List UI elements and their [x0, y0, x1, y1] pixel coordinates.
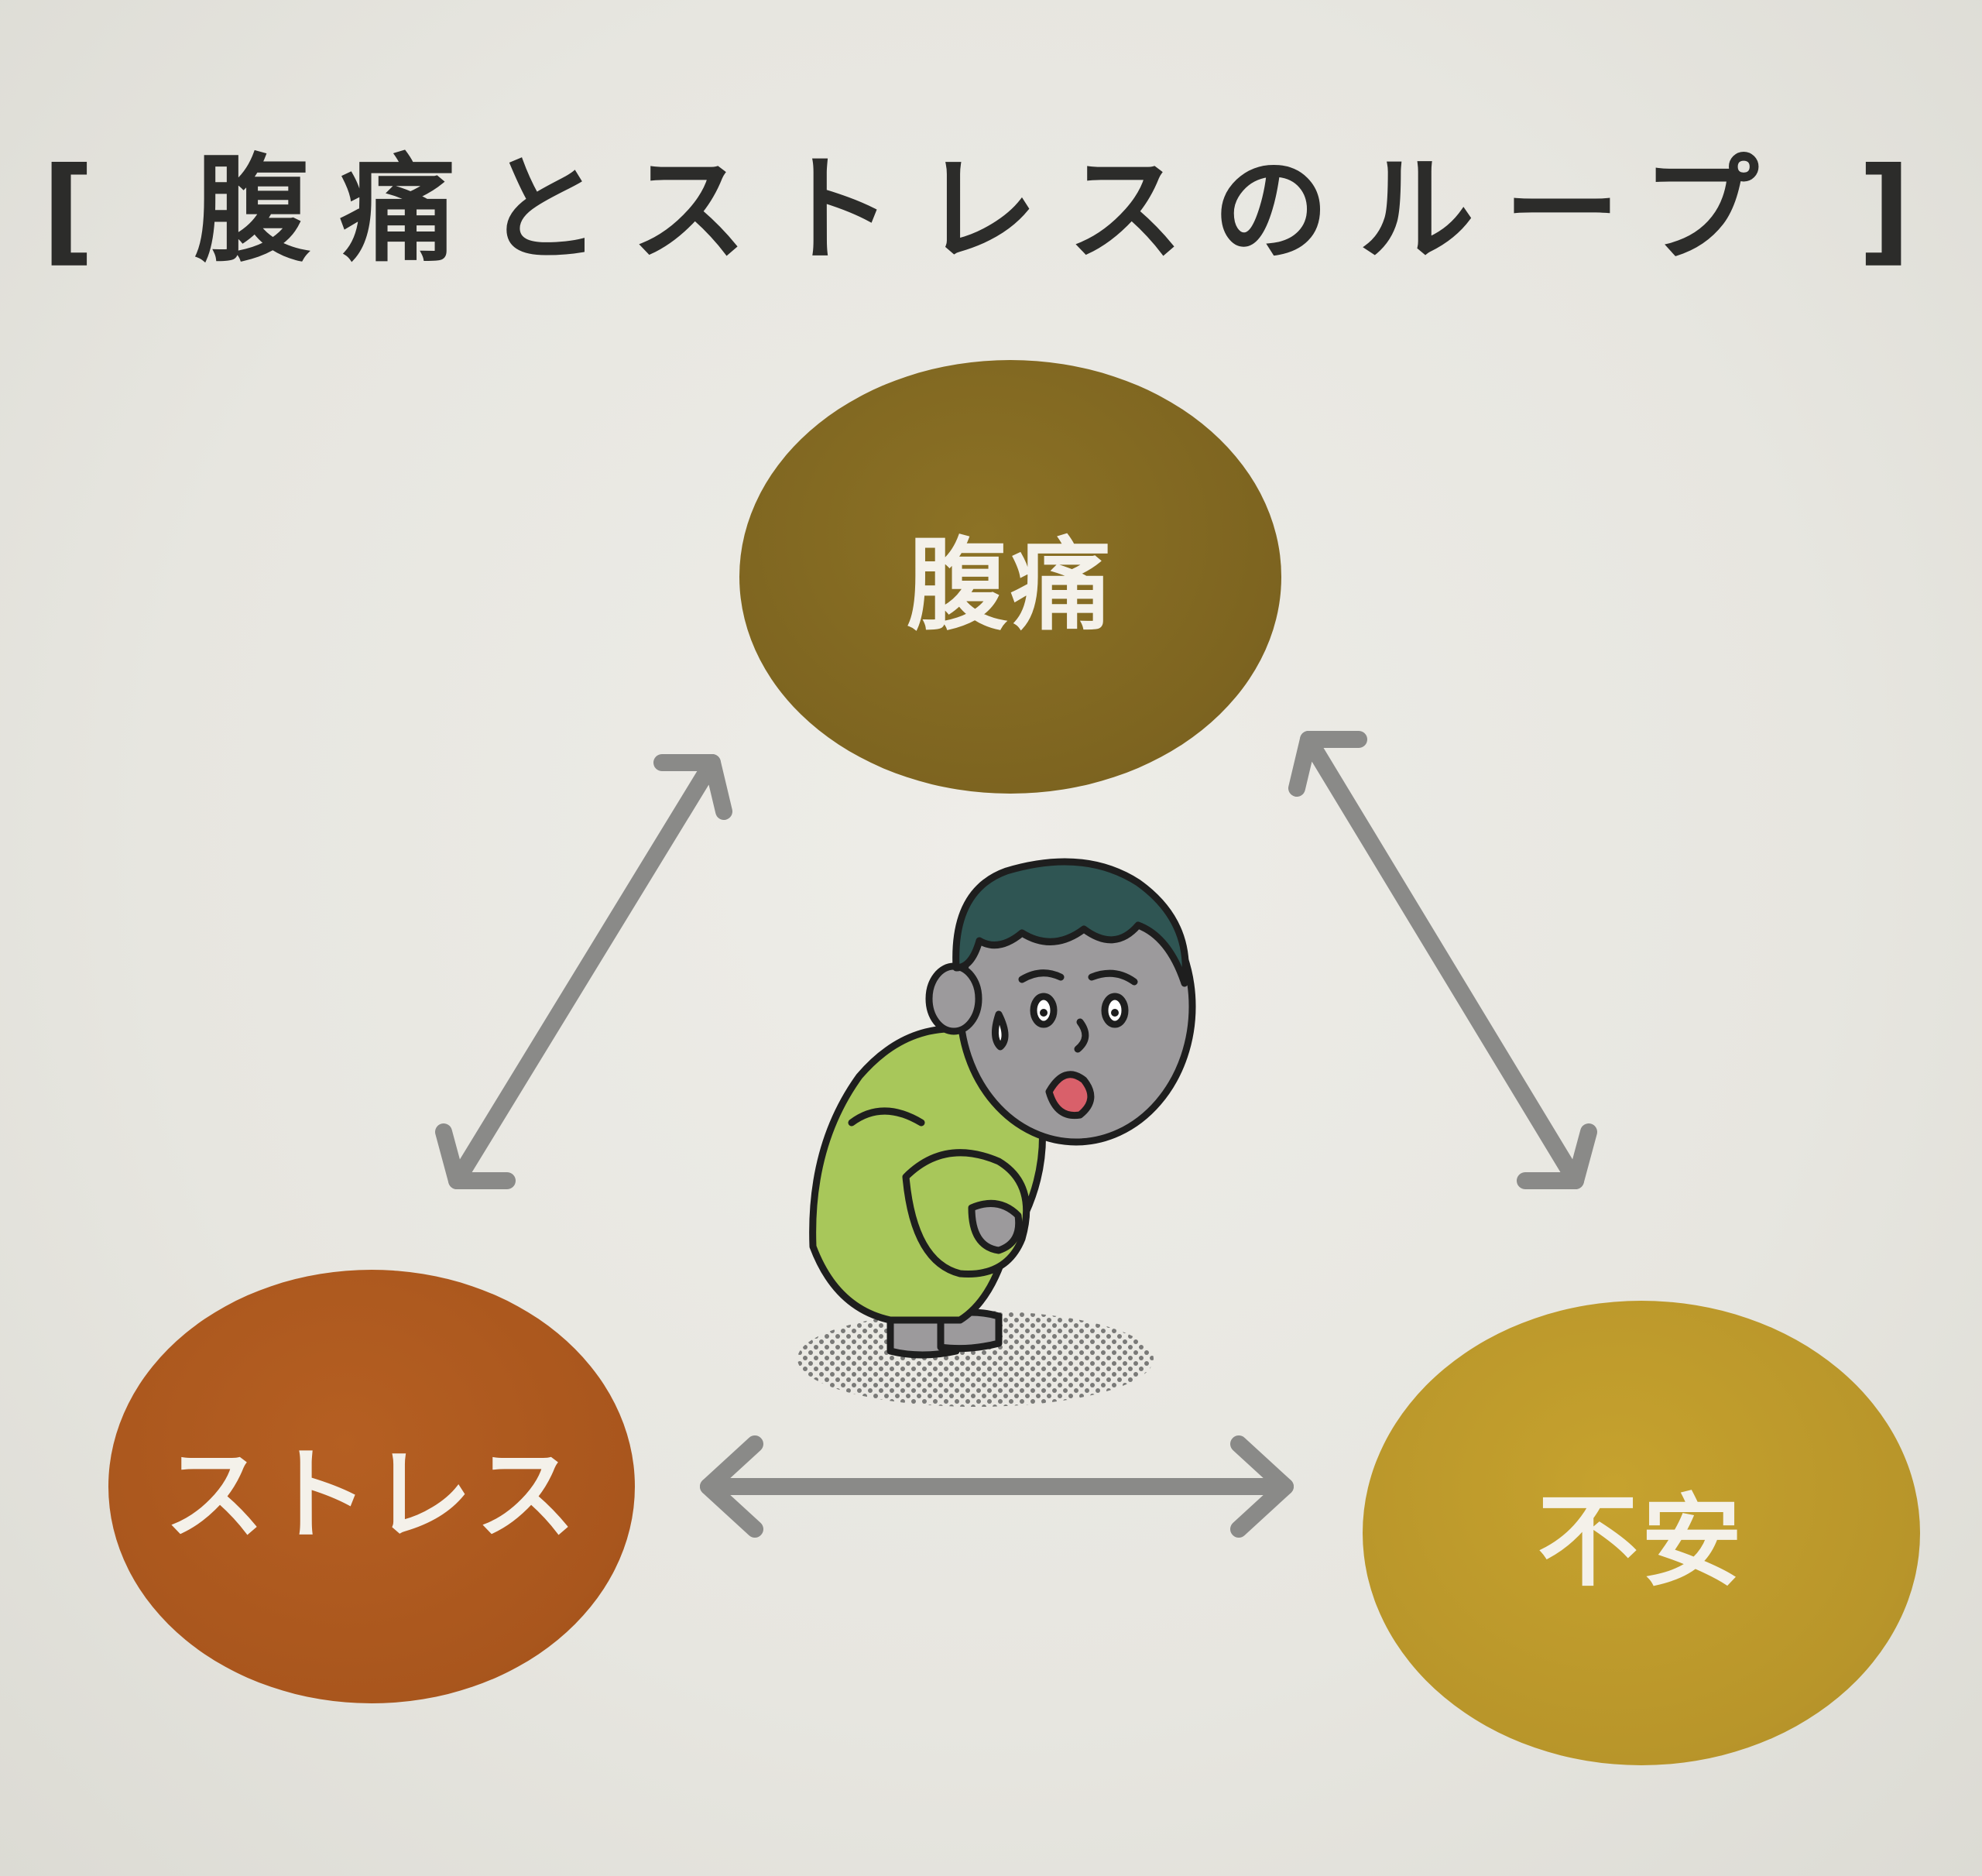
- node-stress-label: ストレス: [163, 1436, 579, 1554]
- arrow-pain-anxiety: [1288, 731, 1597, 1189]
- arrow-stress-anxiety: [700, 1435, 1294, 1538]
- diagram-title: [ 腹痛とストレスのループ ]: [41, 143, 1941, 278]
- node-abdominal-pain-label: 腹痛: [906, 526, 1114, 644]
- arrow-pain-stress: [435, 754, 732, 1189]
- node-stress: ストレス: [108, 1270, 635, 1703]
- node-anxiety: 不安: [1363, 1301, 1920, 1765]
- node-abdominal-pain: 腹痛: [739, 360, 1281, 794]
- node-anxiety-label: 不安: [1537, 1483, 1745, 1600]
- crouching-person-stomachache-icon: [797, 858, 1196, 1407]
